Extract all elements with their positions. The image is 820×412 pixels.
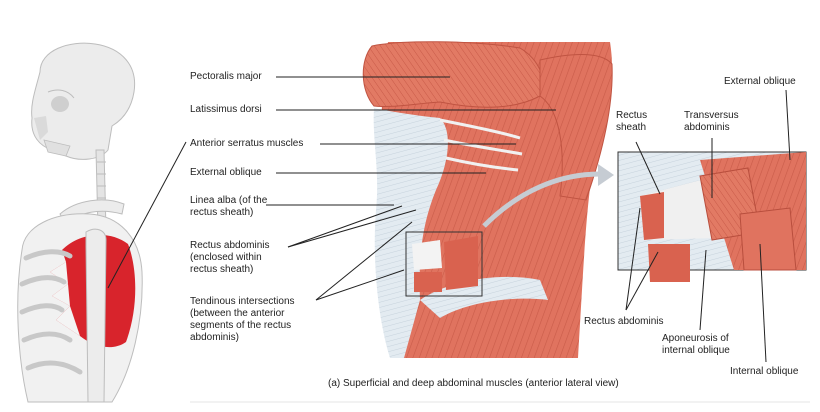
label-rectus-abdominis-line2: (enclosed within <box>190 252 262 263</box>
latissimus-dorsi-muscle <box>539 54 613 201</box>
label-linea-alba: Linea alba (of the rectus sheath) <box>190 195 267 219</box>
label-internal-oblique: Internal oblique <box>730 366 799 377</box>
label-tendinous-line2: (between the anterior <box>190 308 285 319</box>
detail-arrow <box>482 171 601 228</box>
label-aponeurosis-line1: Aponeurosis of <box>662 333 729 344</box>
label-tendinous-line1: Tendinous intersections <box>190 296 295 307</box>
label-inset-rectus-abdominis: Rectus abdominis <box>584 316 664 327</box>
label-rectus-abdominis: Rectus abdominis (enclosed within rectus… <box>190 240 269 276</box>
label-rectus-sheath-line2: sheath <box>616 122 647 133</box>
skull <box>31 42 136 160</box>
label-inset-external-oblique: External oblique <box>724 76 796 87</box>
torso-muscles <box>362 41 613 358</box>
label-external-oblique: External oblique <box>190 167 262 178</box>
label-tendinous-line3: segments of the rectus <box>190 320 292 331</box>
label-rectus-abdominis-line3: rectus sheath) <box>190 264 254 275</box>
label-anterior-serratus: Anterior serratus muscles <box>190 138 304 149</box>
label-linea-alba-line2: rectus sheath) <box>190 207 254 218</box>
detail-arrow-head <box>598 164 614 186</box>
serratus-bands <box>439 118 523 172</box>
label-rectus-abdominis-line1: Rectus abdominis <box>190 240 270 251</box>
label-linea-alba-line1: Linea alba (of the <box>190 195 268 206</box>
label-transversus-line1: Transversus <box>684 110 739 121</box>
label-transversus-abdominis: Transversus abdominis <box>684 110 739 134</box>
leader-lines <box>107 76 791 363</box>
label-rectus-sheath-line1: Rectus <box>616 110 648 121</box>
skeleton-figure <box>17 42 143 403</box>
detail-region-box <box>405 231 483 297</box>
label-aponeurosis-line2: internal oblique <box>662 345 730 356</box>
label-aponeurosis: Aponeurosis of internal oblique <box>662 333 730 357</box>
label-latissimus-dorsi: Latissimus dorsi <box>190 104 262 115</box>
humerus <box>85 228 107 403</box>
label-transversus-line2: abdominis <box>684 122 730 133</box>
label-rectus-sheath: Rectus sheath <box>616 110 647 134</box>
label-pectoralis-major: Pectoralis major <box>190 71 262 82</box>
pectoralis-major-muscle <box>362 41 544 108</box>
label-tendinous-line4: abdominis) <box>190 332 239 343</box>
figure-caption: (a) Superficial and deep abdominal muscl… <box>328 378 619 389</box>
label-tendinous-intersections: Tendinous intersections (between the ant… <box>190 296 295 344</box>
linea-alba-fascia <box>373 108 448 358</box>
